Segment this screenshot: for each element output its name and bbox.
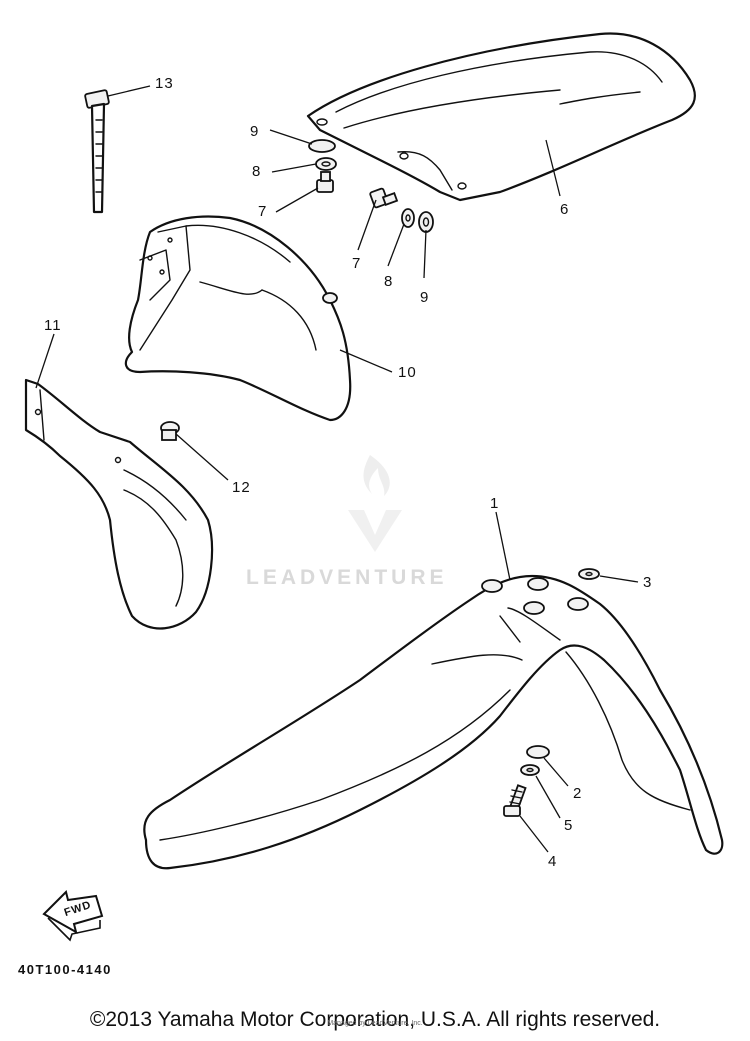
callout-9a: 9 [250, 123, 260, 140]
leader-lines [35, 85, 639, 853]
callout-10: 10 [398, 364, 417, 381]
washer-part-3[interactable] [578, 568, 600, 580]
lock-washer-part-8a[interactable] [315, 157, 337, 171]
callout-13: 12 [232, 479, 251, 496]
callout-8a: 8 [252, 163, 262, 180]
front-fender-part[interactable] [143, 574, 724, 870]
washer-part-9a[interactable] [308, 139, 336, 153]
lock-washer-part-5[interactable] [520, 764, 540, 776]
inner-fender-part[interactable] [124, 215, 352, 422]
callout-8b: 8 [384, 273, 394, 290]
callout-5: 5 [564, 817, 574, 834]
callout-7a: 7 [258, 203, 268, 220]
watermark-text: LEADVENTURE [246, 566, 448, 589]
callout-3: 3 [643, 574, 653, 591]
lock-washer-part-8b[interactable] [401, 208, 415, 228]
mud-guard-part[interactable] [24, 378, 214, 630]
cable-tie-part[interactable] [84, 89, 110, 214]
callout-9b: 9 [420, 289, 430, 306]
washer-part-2[interactable] [526, 745, 550, 759]
callout-1: 1 [490, 495, 500, 512]
callout-6: 6 [560, 201, 570, 218]
rear-fender-part[interactable] [306, 32, 696, 202]
bolt-part-7b[interactable] [369, 187, 399, 209]
washer-part-9b[interactable] [418, 211, 434, 233]
screw-part-13[interactable] [160, 421, 180, 441]
callout-12: 11 [44, 317, 62, 334]
callout-2: 2 [573, 785, 583, 802]
copyright-footer: ©2013 Yamaha Motor Corporation, U.S.A. A… [89, 1008, 661, 1031]
callout-4: 4 [548, 853, 558, 870]
bolt-part-4[interactable] [503, 784, 527, 817]
fwd-arrow-icon [42, 890, 104, 942]
callout-7b: 7 [352, 255, 362, 272]
diagram-code: 40T100-4140 [18, 962, 112, 977]
callout-11: 13 [155, 75, 174, 92]
watermark-logo-icon [348, 455, 402, 552]
footer-subtext: Managed by LeadVenture, Inc. [327, 1020, 423, 1027]
bolt-part-7a[interactable] [316, 171, 334, 193]
